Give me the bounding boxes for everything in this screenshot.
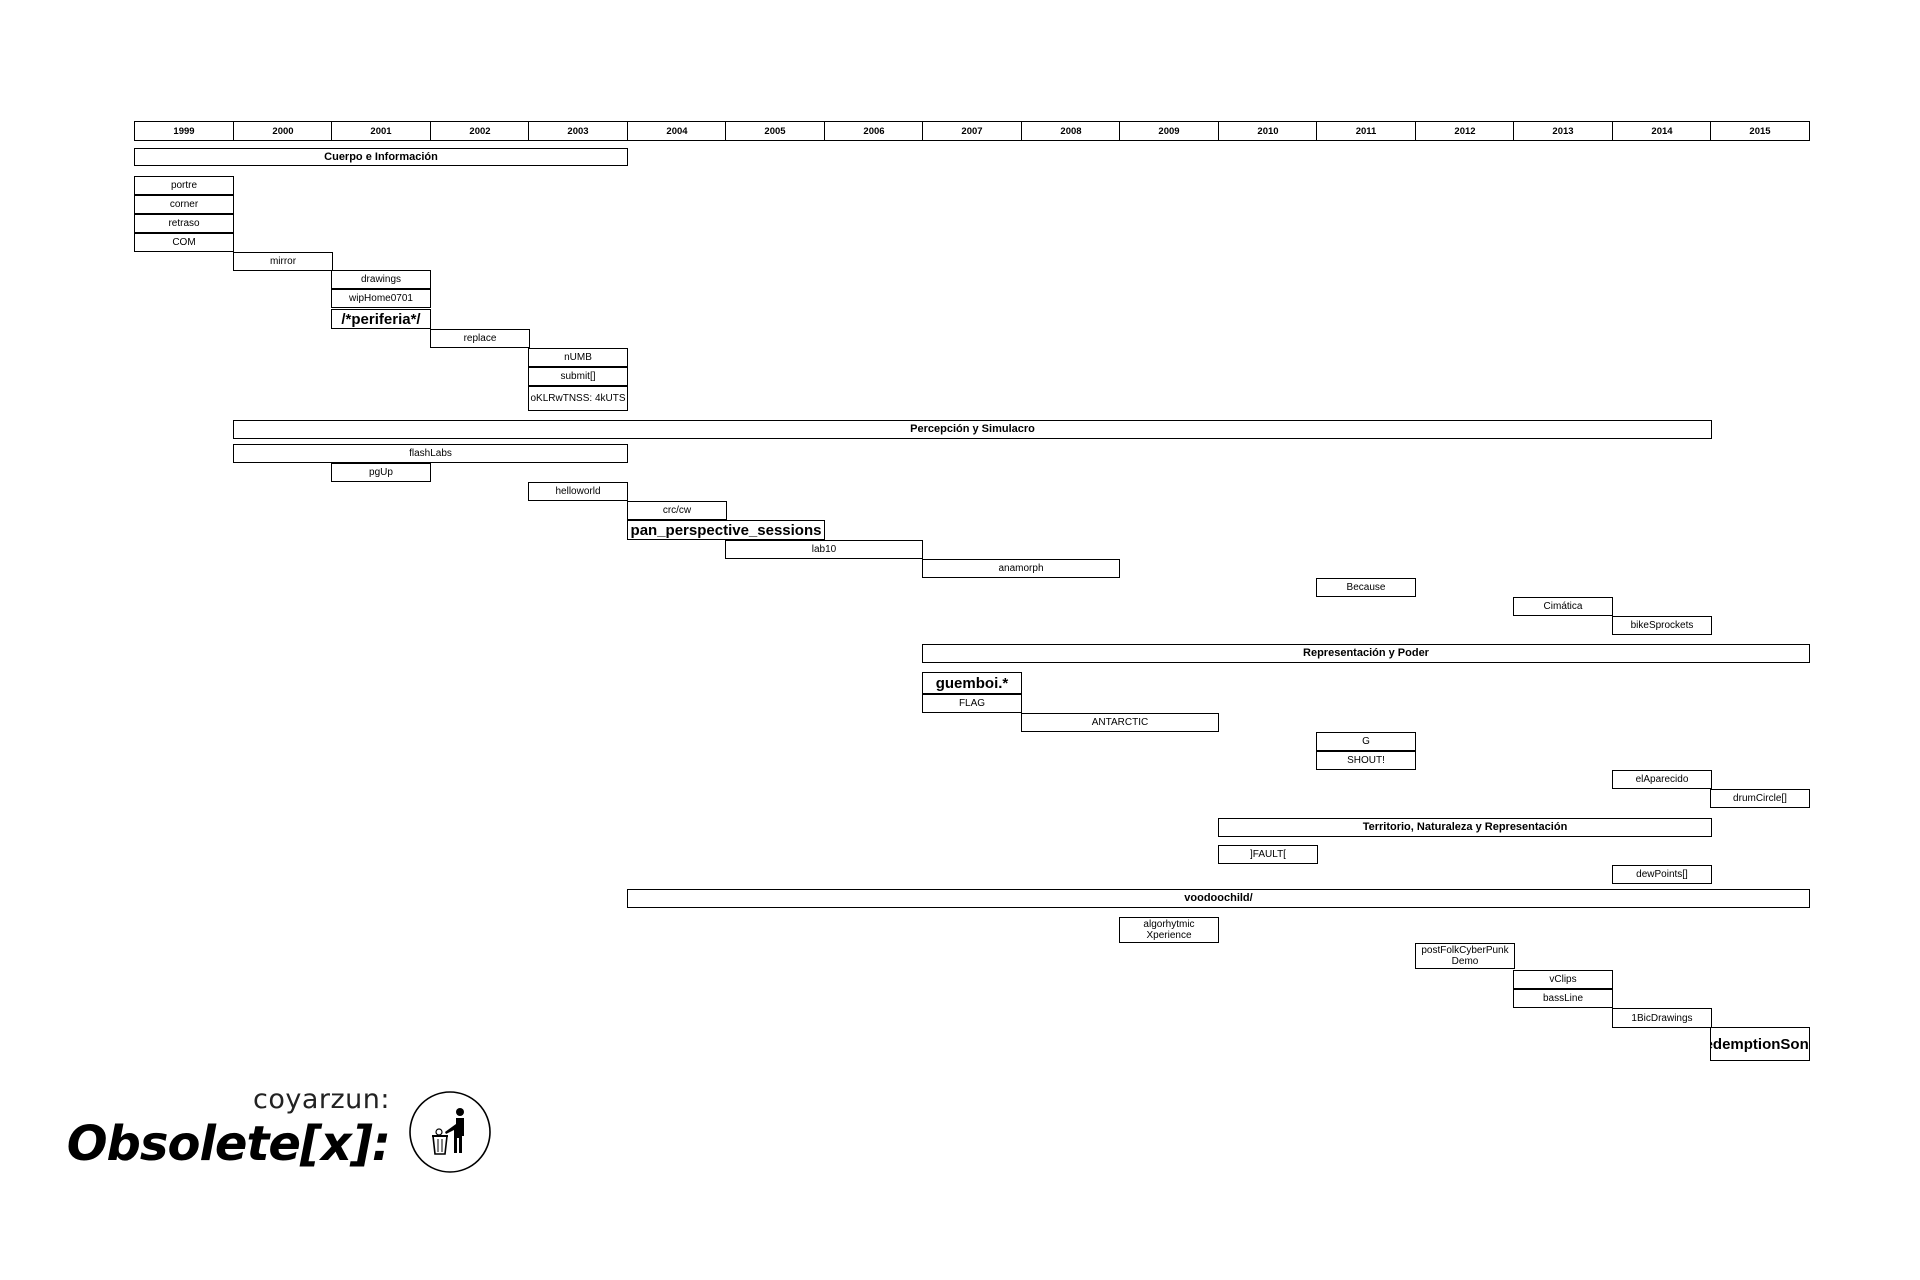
section-bar: Representación y Poder <box>922 644 1810 663</box>
project-box: FLAG <box>922 694 1022 713</box>
highlight-project-box: RedemptionSongs <box>1710 1027 1810 1061</box>
year-header-cell: 1999 <box>134 121 234 141</box>
project-box: replace <box>430 329 530 348</box>
project-box: retraso <box>134 214 234 233</box>
project-box: 1BicDrawings <box>1612 1008 1712 1028</box>
project-box: bassLine <box>1513 989 1613 1008</box>
year-header-cell: 2015 <box>1710 121 1810 141</box>
year-header-cell: 2004 <box>627 121 727 141</box>
project-box: ANTARCTIC <box>1021 713 1219 732</box>
year-header-cell: 2006 <box>824 121 924 141</box>
project-box: mirror <box>233 252 333 271</box>
project-box: lab10 <box>725 540 923 559</box>
project-box: drumCircle[] <box>1710 789 1810 808</box>
year-header-cell: 2008 <box>1021 121 1121 141</box>
project-box: nUMB <box>528 348 628 367</box>
year-header-cell: 2012 <box>1415 121 1515 141</box>
project-box: G <box>1316 732 1416 751</box>
year-header-cell: 2000 <box>233 121 333 141</box>
project-box: postFolkCyberPunk Demo <box>1415 943 1515 969</box>
project-box: corner <box>134 195 234 214</box>
project-box: dewPoints[] <box>1612 865 1712 884</box>
project-box: elAparecido <box>1612 770 1712 789</box>
project-box: helloworld <box>528 482 628 501</box>
project-box: portre <box>134 176 234 195</box>
section-bar: Percepción y Simulacro <box>233 420 1712 439</box>
highlight-project-box: pan_perspective_sessions <box>627 520 825 540</box>
highlight-project-box: guemboi.* <box>922 672 1022 694</box>
year-header-cell: 2003 <box>528 121 628 141</box>
year-header-cell: 2013 <box>1513 121 1613 141</box>
project-box: SHOUT! <box>1316 751 1416 770</box>
project-box: Cimática <box>1513 597 1613 616</box>
section-bar: voodoochild/ <box>627 889 1810 908</box>
section-bar: Cuerpo e Información <box>134 148 628 166</box>
brand-block: coyarzun: Obsolete[x]: <box>67 1084 391 1174</box>
project-box: crc/cw <box>627 501 727 520</box>
project-box: algorhytmic Xperience <box>1119 917 1219 943</box>
project-box: wipHome0701 <box>331 289 431 308</box>
brand-subtitle: coyarzun: <box>253 1084 390 1115</box>
project-box: bikeSprockets <box>1612 616 1712 635</box>
project-box: submit[] <box>528 367 628 386</box>
year-header-cell: 2011 <box>1316 121 1416 141</box>
year-header-cell: 2009 <box>1119 121 1219 141</box>
project-box: oKLRwTNSS: 4kUTS <box>528 386 628 411</box>
project-box: COM <box>134 233 234 252</box>
brand-title: Obsolete[x]: <box>66 1116 391 1172</box>
year-header-cell: 2007 <box>922 121 1022 141</box>
project-box: anamorph <box>922 559 1120 578</box>
year-header-cell: 2001 <box>331 121 431 141</box>
year-header-cell: 2005 <box>725 121 825 141</box>
project-box: flashLabs <box>233 444 628 463</box>
project-box: Because <box>1316 578 1416 597</box>
highlight-project-box: /*periferia*/ <box>331 309 431 329</box>
project-box: pgUp <box>331 463 431 482</box>
project-box: vClips <box>1513 970 1613 989</box>
year-header-cell: 2010 <box>1218 121 1318 141</box>
section-bar: Territorio, Naturaleza y Representación <box>1218 818 1712 837</box>
project-box: ]FAULT[ <box>1218 845 1318 864</box>
project-box: drawings <box>331 270 431 289</box>
year-header-cell: 2014 <box>1612 121 1712 141</box>
trash-can-person-icon <box>409 1091 491 1173</box>
year-header-cell: 2002 <box>430 121 530 141</box>
